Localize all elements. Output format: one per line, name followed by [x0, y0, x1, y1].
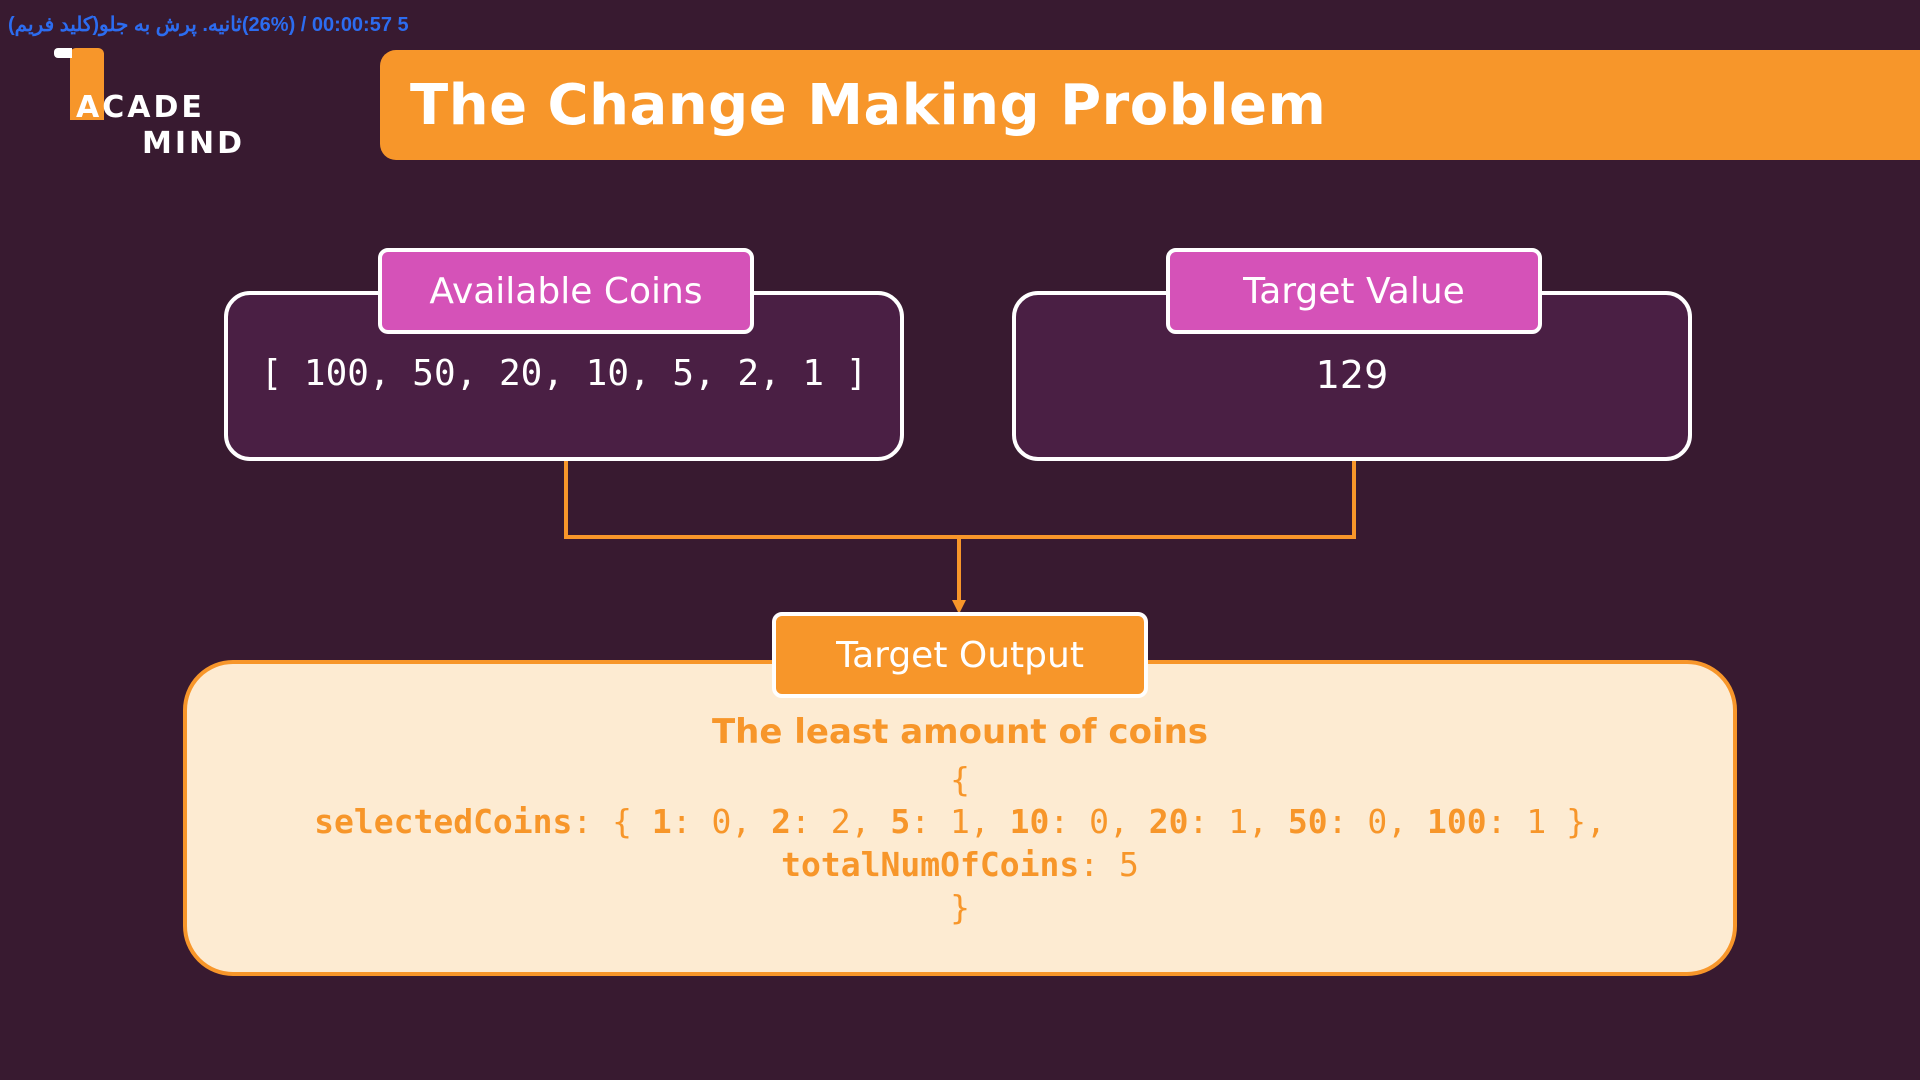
target-value-label: Target Value	[1166, 248, 1542, 334]
code-open-brace: {	[950, 760, 970, 799]
connector-from-target	[959, 461, 1356, 539]
total-coins-key: totalNumOfCoins	[781, 845, 1080, 884]
coin-count: 1	[1228, 802, 1249, 841]
code-total-line: totalNumOfCoins: 5	[781, 845, 1139, 884]
target-value-box: 129	[1012, 291, 1692, 461]
academind-logo: ACADE MIND	[54, 48, 254, 161]
coin-key: 20	[1148, 802, 1189, 841]
target-output-label: Target Output	[772, 612, 1148, 698]
target-output-subtitle: The least amount of coins	[711, 712, 1209, 752]
coin-key: 100	[1427, 802, 1487, 841]
video-timestamp-overlay: 5 00:00:57 / (26%)ثانیه. پرش به جلو(کلید…	[8, 14, 409, 36]
target-value-value: 129	[1315, 353, 1389, 397]
slide-title: The Change Making Problem	[410, 72, 1327, 138]
logo-mark-icon	[54, 48, 104, 120]
coin-count: 0	[1367, 802, 1388, 841]
selected-coins-pairs: 1: 0, 2: 2, 5: 1, 10: 0, 20: 1, 50: 0, 1…	[651, 802, 1547, 841]
coin-key: 50	[1287, 802, 1328, 841]
coin-count: 2	[830, 802, 851, 841]
coin-count: 1	[1526, 802, 1547, 841]
available-coins-value: [ 100, 50, 20, 10, 5, 2, 1 ]	[260, 353, 868, 394]
code-close-brace: }	[950, 888, 970, 927]
coin-key: 10	[1009, 802, 1050, 841]
coin-count: 1	[950, 802, 970, 841]
title-banner: The Change Making Problem	[380, 50, 1920, 160]
coin-key: 2	[771, 802, 792, 841]
coin-key: 1	[651, 802, 672, 841]
arrowhead-icon	[952, 600, 966, 614]
available-coins-label: Available Coins	[378, 248, 754, 334]
coin-count: 0	[1089, 802, 1110, 841]
total-coins-value: 5	[1118, 845, 1139, 884]
code-selected-coins-line: selectedCoins: { 1: 0, 2: 2, 5: 1, 10: 0…	[314, 802, 1606, 841]
coin-count: 0	[711, 802, 732, 841]
selected-coins-key: selectedCoins	[314, 802, 573, 841]
available-coins-box: [ 100, 50, 20, 10, 5, 2, 1 ]	[224, 291, 904, 461]
target-output-box: The least amount of coins { selectedCoin…	[183, 660, 1737, 976]
coin-key: 5	[890, 802, 911, 841]
connector-from-coins	[564, 461, 959, 539]
logo-text-line2: MIND	[142, 126, 246, 161]
logo-text-line1: ACADE	[76, 90, 205, 125]
